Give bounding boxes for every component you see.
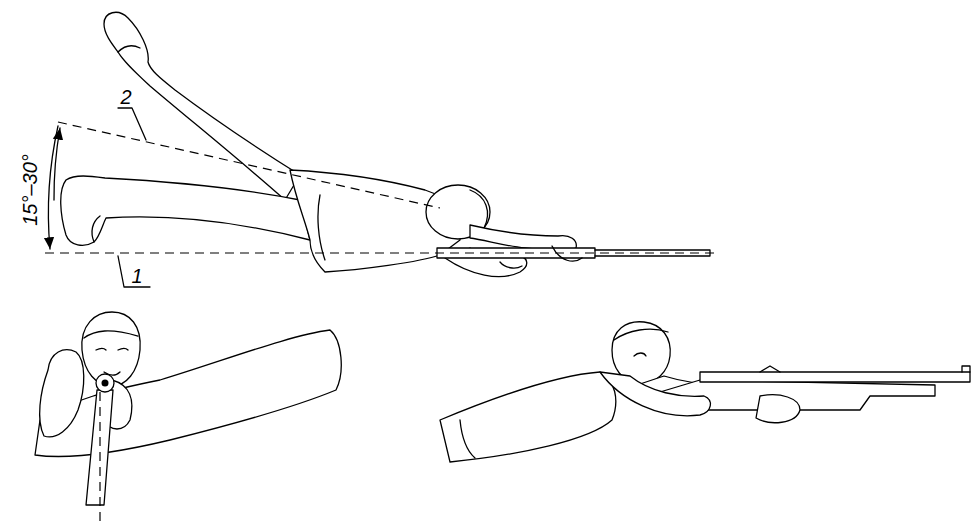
angle-dimension: 15°–30° <box>20 154 40 226</box>
angle-arc <box>48 126 58 249</box>
front-view-shooter <box>35 312 341 522</box>
body-axis-line <box>58 122 440 208</box>
angle-arc-head <box>54 128 60 200</box>
reference-line <box>45 252 720 253</box>
leader-line <box>118 256 150 287</box>
callout-number: 2 <box>120 87 131 107</box>
top-view-shooter <box>61 12 710 276</box>
side-view-shooter <box>440 322 970 462</box>
callout-number: 1 <box>131 266 142 286</box>
leader-line <box>118 108 146 140</box>
